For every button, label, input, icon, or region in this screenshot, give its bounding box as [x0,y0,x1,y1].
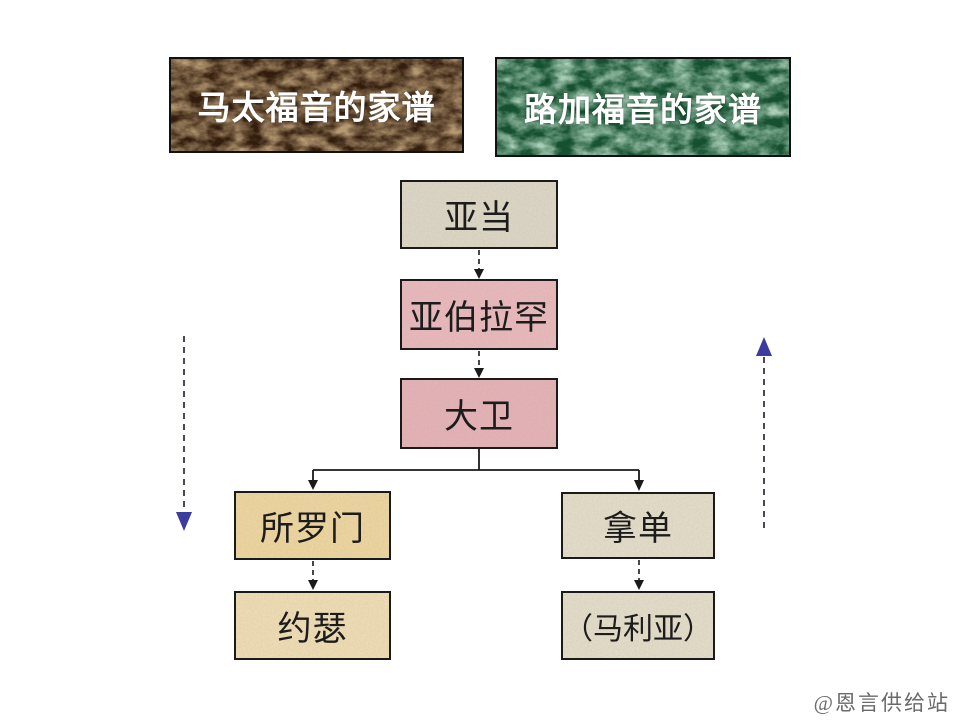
parchment-texture [236,493,389,558]
parchment-texture [563,494,713,557]
node-david: 大卫 [400,378,558,449]
parchment-texture [563,593,713,658]
node-joseph: 约瑟 [234,591,391,660]
parchment-texture [402,281,556,348]
node-mary: （马利亚） [561,591,715,660]
node-nathan-label: 拿单 [603,510,673,548]
header-luke-genealogy: 路加福音的家谱 [495,57,791,157]
arrowhead-david-nathan [634,480,644,491]
node-mary-label: （马利亚） [563,612,713,646]
parchment-texture [402,182,556,247]
arrowhead-david-solomon [308,480,318,490]
node-joseph-label: 约瑟 [277,610,348,648]
arrowhead-solomon-joseph [308,580,318,590]
header-matthew-genealogy: 马太福音的家谱 [169,57,464,153]
node-solomon-label: 所罗门 [260,510,365,548]
arrowhead-adam-abraham [474,269,484,279]
brown-marble-texture [171,59,462,151]
parchment-texture [236,593,389,658]
node-david-label: 大卫 [444,398,514,436]
header-luke-label: 路加福音的家谱 [524,91,762,128]
node-abraham-label: 亚伯拉罕 [409,299,549,337]
node-solomon: 所罗门 [234,491,391,560]
green-marble-texture [497,59,789,155]
node-abraham: 亚伯拉罕 [400,279,558,350]
header-matthew-label: 马太福音的家谱 [197,89,436,126]
left-down-arrowhead [176,512,192,531]
node-adam-label: 亚当 [444,199,514,237]
node-adam: 亚当 [400,180,558,249]
arrowhead-abraham-david [474,368,484,378]
arrowhead-nathan-mary [634,580,644,590]
parchment-texture [402,380,556,447]
right-up-arrowhead [756,337,772,356]
watermark: @恩言供给站 [813,691,950,715]
node-nathan: 拿单 [561,492,715,559]
